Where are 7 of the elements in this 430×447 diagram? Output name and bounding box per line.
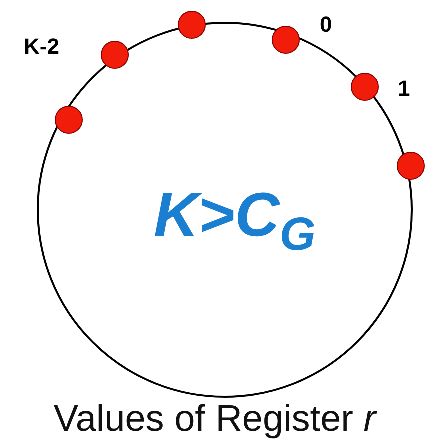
value-label: 0: [320, 12, 332, 38]
value-dot: [397, 152, 425, 180]
value-label: K-2: [24, 34, 60, 60]
value-label: 1: [398, 76, 410, 102]
condition-label: K>C$_{G}$: [154, 180, 316, 260]
caption: Values of Register r: [52, 398, 378, 440]
value-dot: [178, 11, 206, 39]
